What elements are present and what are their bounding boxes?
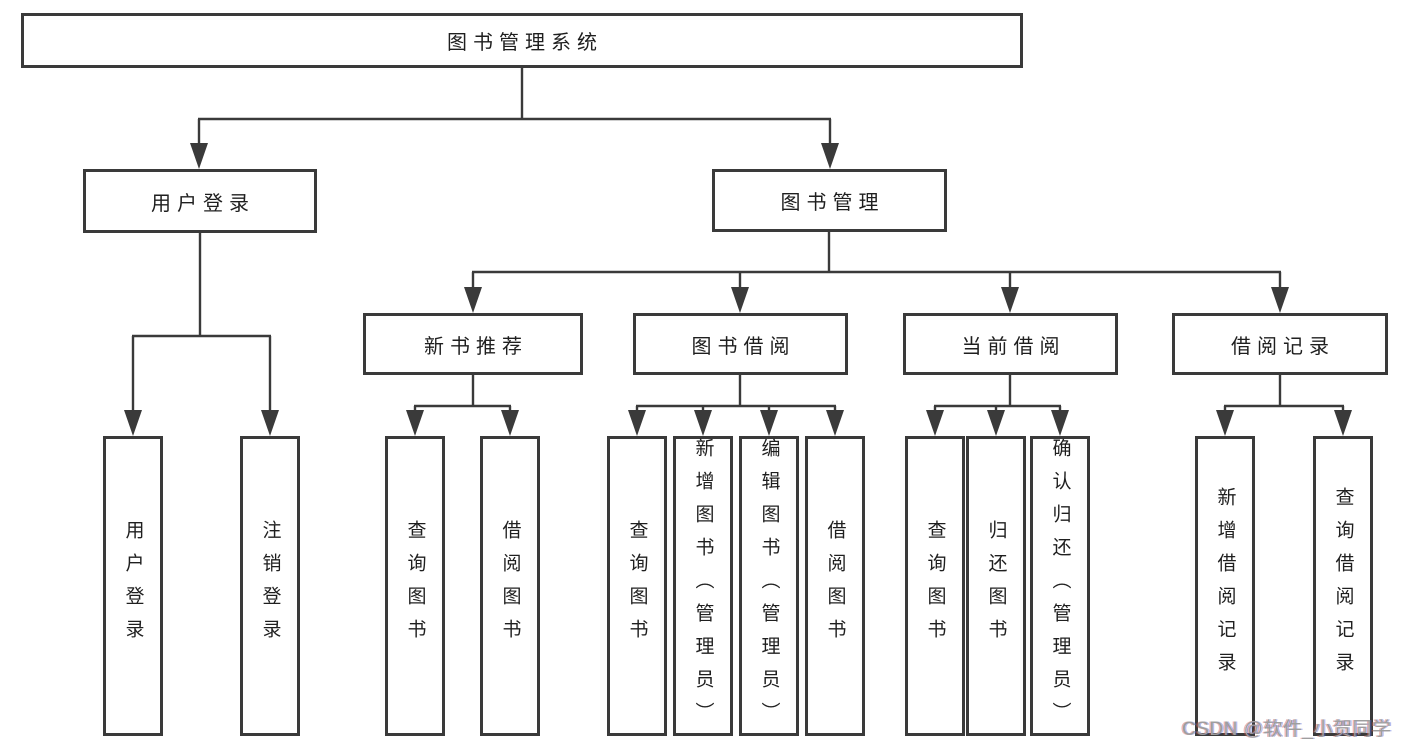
leaf-query-books: 查询图书 (607, 436, 667, 736)
node-label: 查询图书 (924, 520, 946, 652)
node-label: 编辑图书（管理员） (758, 437, 780, 735)
csdn-watermark: CSDN @软件_小贺同学 (1182, 719, 1392, 740)
node-label: 借阅记录 (1231, 335, 1335, 358)
node-label: 新增借阅记录 (1214, 487, 1236, 685)
node-label: 新增图书（管理员） (692, 437, 714, 735)
node-label: 图书管理 (780, 192, 885, 214)
node-label: 新书推荐 (424, 335, 528, 358)
node-label: 图书借阅 (691, 335, 796, 358)
leaf-query-books: 查询图书 (385, 436, 445, 736)
leaf-return-books: 归还图书 (966, 436, 1026, 736)
leaf-add-borrow-record: 新增借阅记录 (1195, 436, 1255, 736)
node-label: 注销登录 (259, 520, 281, 652)
node-library-management-system: 图书管理系统 (21, 13, 1023, 68)
node-label: 用户登录 (151, 192, 255, 215)
node-borrowing-records: 借阅记录 (1172, 313, 1388, 375)
node-new-book-recommend: 新书推荐 (363, 313, 583, 375)
node-label: 用户登录 (122, 520, 144, 652)
node-label: 当前借阅 (961, 335, 1066, 358)
leaf-borrow-books: 借阅图书 (480, 436, 540, 736)
leaf-edit-books-admin: 编辑图书（管理员） (739, 436, 799, 736)
node-user-login: 用户登录 (83, 169, 317, 233)
node-label: 查询图书 (404, 520, 426, 652)
leaf-user-login: 用户登录 (103, 436, 163, 736)
node-label: 借阅图书 (499, 520, 521, 652)
leaf-confirm-return-admin: 确认归还（管理员） (1030, 436, 1090, 736)
leaf-borrow-books: 借阅图书 (805, 436, 865, 736)
node-label: 归还图书 (985, 520, 1007, 652)
leaf-query-books: 查询图书 (905, 436, 965, 736)
node-label: 图书管理系统 (447, 32, 603, 54)
leaf-logout: 注销登录 (240, 436, 300, 736)
node-label: 查询借阅记录 (1332, 487, 1354, 685)
node-label: 确认归还（管理员） (1049, 437, 1071, 735)
leaf-add-books-admin: 新增图书（管理员） (673, 436, 733, 736)
arrowheads (124, 143, 1352, 436)
node-book-borrowing: 图书借阅 (633, 313, 848, 375)
node-current-borrowing: 当前借阅 (903, 313, 1118, 375)
leaf-query-borrow-record: 查询借阅记录 (1313, 436, 1373, 736)
node-label: 查询图书 (626, 520, 648, 652)
node-book-management: 图书管理 (712, 169, 947, 232)
node-label: 借阅图书 (824, 520, 846, 652)
